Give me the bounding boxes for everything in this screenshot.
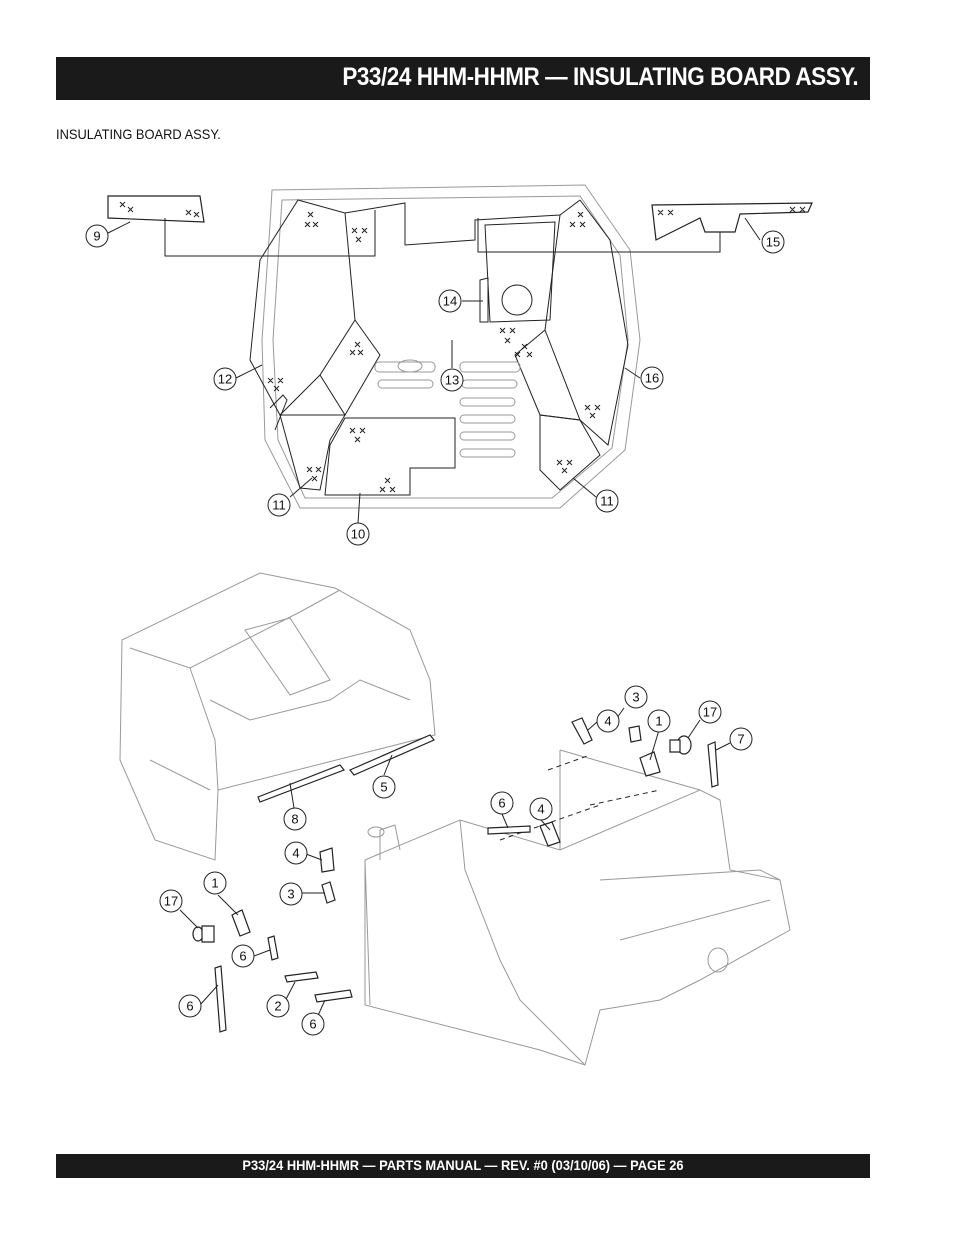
callout-6-left-b-label: 6 — [186, 999, 193, 1014]
callout-3-top: 3 — [624, 685, 648, 709]
section-label: INSULATING BOARD ASSY. — [56, 126, 221, 142]
callout-3-left-label: 3 — [287, 887, 294, 902]
callout-17-top-label: 17 — [703, 705, 717, 720]
callout-4-mid: 4 — [529, 797, 553, 821]
callout-1-top-label: 1 — [655, 714, 662, 729]
callout-8: 8 — [283, 807, 307, 831]
callout-17-left: 17 — [159, 889, 183, 913]
callout-1-top: 1 — [647, 709, 671, 733]
callout-7: 7 — [729, 727, 753, 751]
callout-11-right-label: 11 — [600, 494, 614, 509]
callout-17-top: 17 — [698, 700, 722, 724]
callout-16-label: 16 — [645, 371, 659, 386]
callout-6-left-a-label: 6 — [239, 949, 246, 964]
callout-15: 15 — [761, 230, 785, 254]
callout-14: 14 — [438, 289, 462, 313]
callout-5-label: 5 — [380, 780, 387, 795]
page-title-bar: P33/24 HHM-HHMR — INSULATING BOARD ASSY. — [56, 57, 870, 100]
callout-6-bottom: 6 — [301, 1012, 325, 1036]
callout-4-left-label: 4 — [292, 846, 299, 861]
callout-11-right: 11 — [595, 489, 619, 513]
callout-13: 13 — [440, 368, 464, 392]
callout-6-left-a: 6 — [231, 944, 255, 968]
callout-11-left: 11 — [267, 493, 291, 517]
callout-6-mid-label: 6 — [498, 796, 505, 811]
callout-8-label: 8 — [291, 812, 298, 827]
callout-3-top-label: 3 — [632, 690, 639, 705]
callout-11-left-label: 11 — [272, 498, 286, 513]
callout-14-label: 14 — [443, 294, 457, 309]
callout-1-left-label: 1 — [211, 876, 218, 891]
page-footer: P33/24 HHM-HHMR — PARTS MANUAL — REV. #0… — [56, 1154, 870, 1178]
callout-16: 16 — [640, 366, 664, 390]
callout-6-left-b: 6 — [178, 994, 202, 1018]
callout-13-label: 13 — [445, 373, 459, 388]
callout-5: 5 — [372, 775, 396, 799]
callout-7-label: 7 — [737, 732, 744, 747]
callout-2: 2 — [266, 994, 290, 1018]
footer-text: P33/24 HHM-HHMR — PARTS MANUAL — REV. #0… — [242, 1157, 684, 1173]
callout-4-left: 4 — [284, 841, 308, 865]
page-title: P33/24 HHM-HHMR — INSULATING BOARD ASSY. — [342, 63, 858, 91]
callout-9: 9 — [85, 224, 109, 248]
callout-9-label: 9 — [93, 229, 100, 244]
callout-12: 12 — [213, 367, 237, 391]
callout-2-label: 2 — [274, 999, 281, 1014]
callout-6-bottom-label: 6 — [309, 1017, 316, 1032]
callout-15-label: 15 — [766, 235, 780, 250]
callout-3-left: 3 — [279, 882, 303, 906]
callout-6-mid: 6 — [490, 791, 514, 815]
callout-12-label: 12 — [218, 372, 232, 387]
callout-17-left-label: 17 — [164, 894, 178, 909]
fastener-marks — [267, 211, 601, 493]
insulating-board-exploded-view-diagram: 3 4 1 17 7 5 8 6 4 4 3 1 17 6 6 2 6 — [119, 572, 791, 1066]
callout-4-top: 4 — [596, 709, 620, 733]
callout-1-left: 1 — [203, 871, 227, 895]
callout-10-label: 10 — [351, 527, 365, 542]
callout-4-mid-label: 4 — [537, 802, 544, 817]
callout-10: 10 — [346, 522, 370, 546]
callout-4-top-label: 4 — [604, 714, 611, 729]
